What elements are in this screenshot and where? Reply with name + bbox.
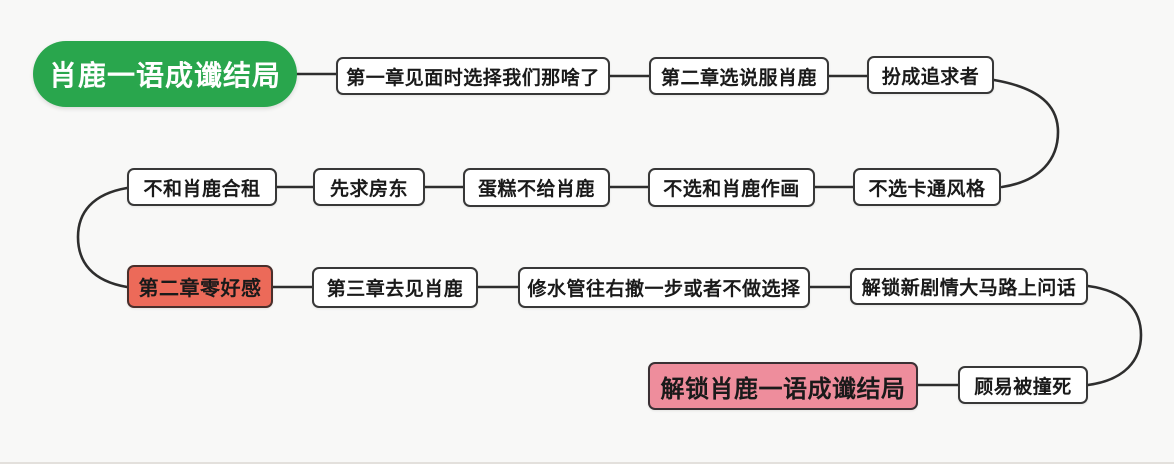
node-no-cohabit: 不和肖鹿合租 xyxy=(127,168,277,206)
node-chapter1-choice: 第一章见面时选择我们那啥了 xyxy=(336,57,610,95)
node-unlock-street-scene: 解锁新剧情大马路上问话 xyxy=(850,268,1088,305)
connector-step3-step4-curve xyxy=(992,78,1060,189)
node-chapter2-zero-favor: 第二章零好感 xyxy=(127,265,273,308)
node-chapter3-visit: 第三章去见肖鹿 xyxy=(312,267,478,308)
node-guyi-accident: 顾易被撞死 xyxy=(958,366,1088,404)
node-no-cake: 蛋糕不给肖鹿 xyxy=(463,168,610,207)
node-unlock-ending: 解锁肖鹿一语成谶结局 xyxy=(648,362,918,410)
node-no-cartoon-style: 不选卡通风格 xyxy=(853,168,1001,206)
node-ask-landlord-first: 先求房东 xyxy=(313,168,425,206)
node-no-drawing-together: 不选和肖鹿作画 xyxy=(648,168,815,207)
node-disguise-suitor: 扮成追求者 xyxy=(867,56,994,94)
node-pipe-repair-choice: 修水管往右撤一步或者不做选择 xyxy=(518,267,810,308)
bottom-edge-line xyxy=(0,462,1174,464)
node-chapter2-persuade: 第二章选说服肖鹿 xyxy=(649,57,829,95)
node-root-ending: 肖鹿一语成谶结局 xyxy=(33,41,297,107)
connector-step12-step13-curve xyxy=(1086,284,1143,387)
connector-step8-step9-curve xyxy=(76,186,129,289)
